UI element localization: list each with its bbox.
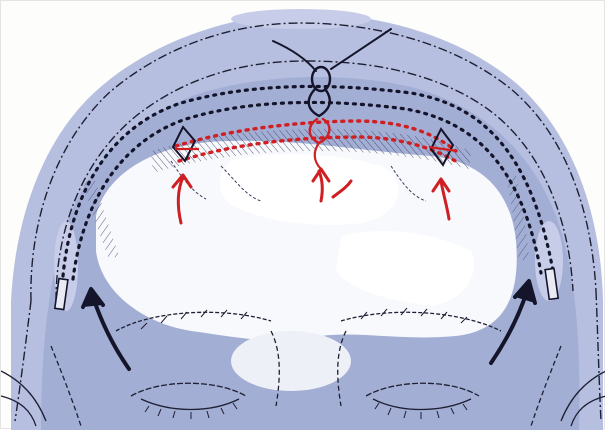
surgical-illustration <box>0 0 605 429</box>
illustration-canvas <box>1 1 605 430</box>
